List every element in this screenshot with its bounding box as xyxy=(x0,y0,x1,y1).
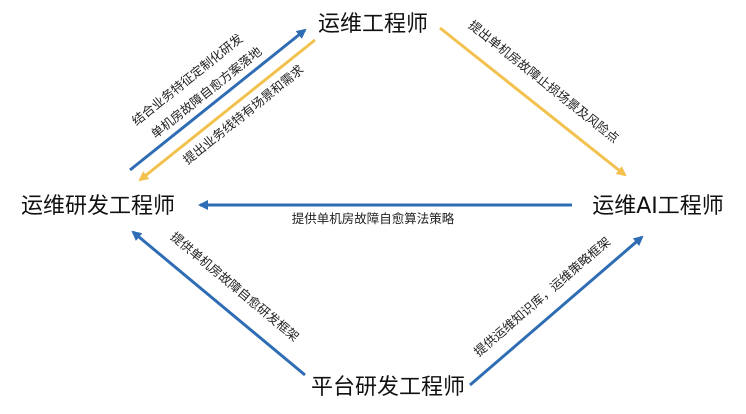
edge-devops-to-ops xyxy=(129,28,307,172)
edge-ops-to-ai xyxy=(439,26,627,177)
edge-ops-to-devops xyxy=(138,38,316,182)
label-ai-to-devops: 提供单机房故障自愈算法策略 xyxy=(292,211,455,226)
label-platform-to-ai: 提供运维知识库，运维策略框架 xyxy=(471,234,613,359)
label-platform-to-devops: 提供单机房故障自愈研发框架 xyxy=(168,229,302,345)
label-ops-to-ai: 提出单机房故障止损场景及风险点 xyxy=(466,17,622,145)
node-platform-dev-engineer: 平台研发工程师 xyxy=(311,375,465,400)
node-ops-dev-engineer: 运维研发工程师 xyxy=(21,194,175,219)
node-ops-engineer: 运维工程师 xyxy=(318,12,428,37)
edge-platform-to-ai xyxy=(469,235,644,387)
node-ops-ai-engineer: 运维AI工程师 xyxy=(592,194,724,219)
edge-platform-to-devops xyxy=(131,230,306,377)
